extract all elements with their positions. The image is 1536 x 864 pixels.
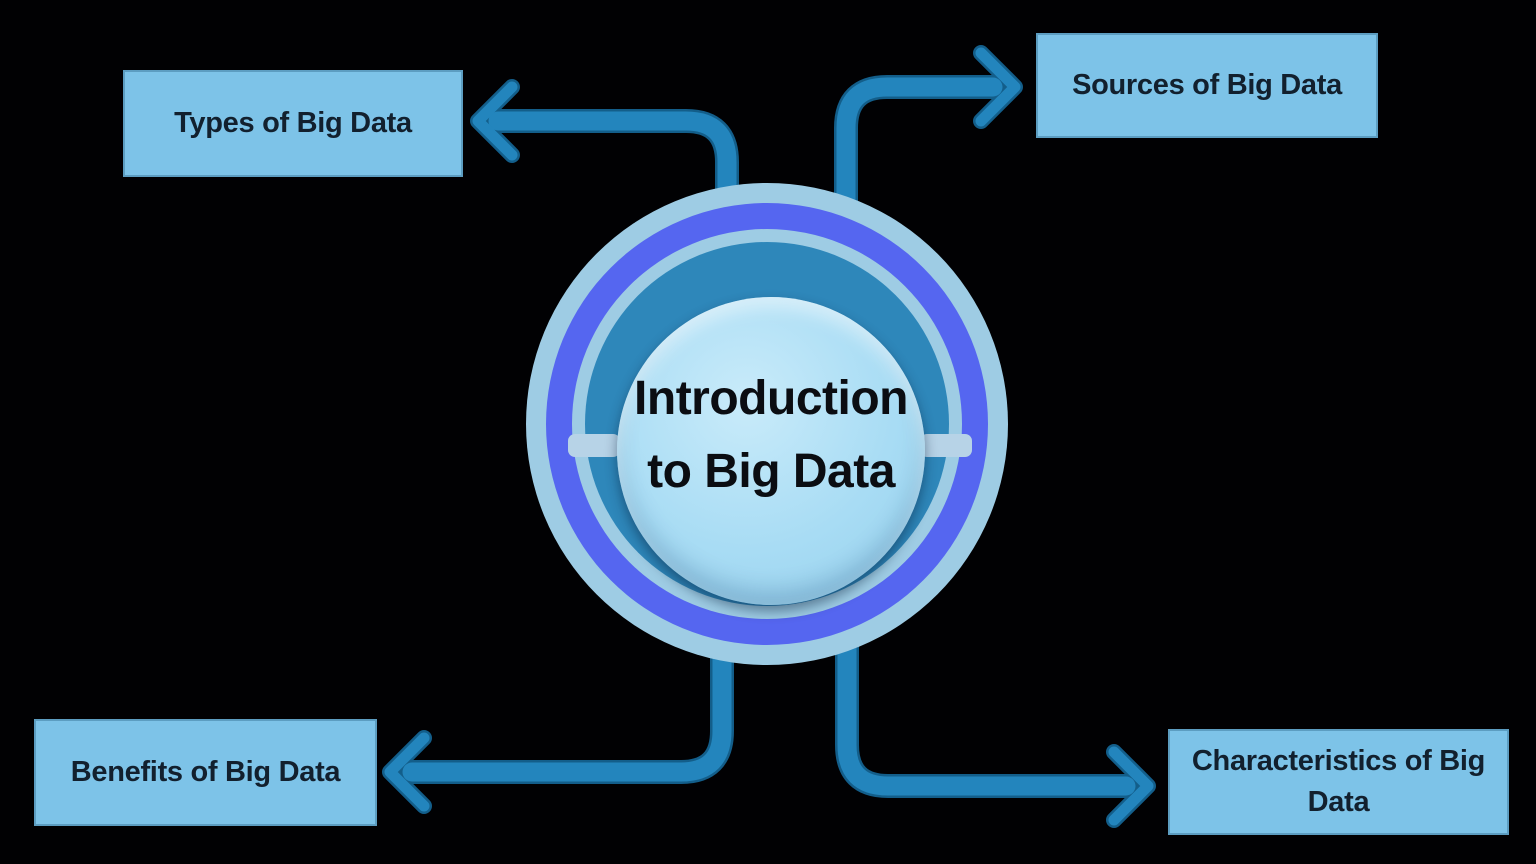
node-types-of-big-data: Types of Big Data — [123, 70, 463, 177]
node-label: Types of Big Data — [174, 107, 412, 140]
node-characteristics-of-big-data: Characteristics of Big Data — [1168, 729, 1509, 835]
arrow-to-benefits — [382, 594, 734, 814]
center-node: Introduction to Big Data — [526, 183, 1008, 665]
center-title-line2: to Big Data — [647, 445, 895, 498]
arrow-to-types — [470, 79, 739, 254]
arrow-to-sources — [834, 45, 1023, 254]
right-notch — [920, 434, 972, 457]
left-notch — [568, 434, 620, 457]
node-label: Characteristics of Big Data — [1191, 745, 1486, 818]
node-label: Benefits of Big Data — [70, 756, 341, 789]
node-label: Sources of Big Data — [1072, 69, 1342, 102]
arrow-to-characteristics — [835, 594, 1156, 828]
node-benefits-of-big-data: Benefits of Big Data — [34, 719, 377, 826]
center-title: Introduction to Big Data — [634, 362, 908, 508]
node-sources-of-big-data: Sources of Big Data — [1036, 33, 1378, 138]
center-node-face: Introduction to Big Data — [617, 297, 925, 605]
center-title-line1: Introduction — [634, 372, 908, 425]
